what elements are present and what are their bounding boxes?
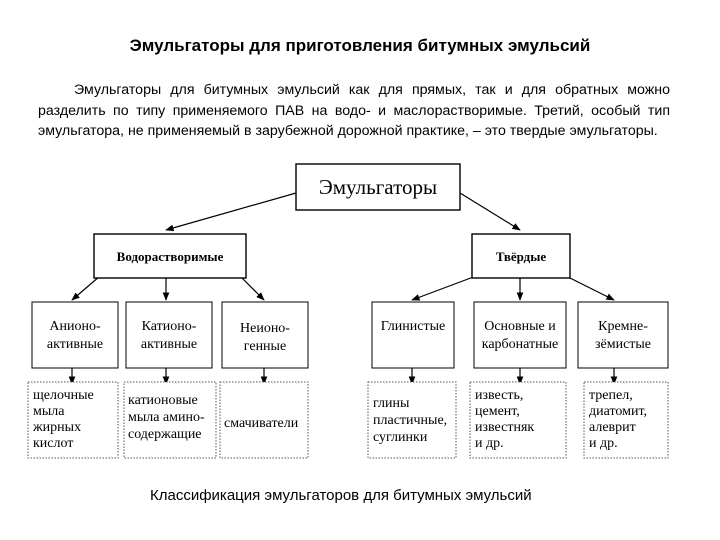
type-anionic-line-1: Анионо-	[49, 319, 101, 334]
type-basic-carbonate: Основные и карбонатные	[473, 301, 567, 369]
examples-anionic-line-1: щелочные	[33, 388, 94, 403]
type-nonionic-line-2: генные	[244, 339, 286, 354]
examples-basic-carbonate-line-2: цемент,	[475, 404, 520, 419]
examples-cationic-box	[123, 381, 217, 459]
arrow-water-to-anionic	[71, 275, 101, 301]
type-siliceous-line-2: зёмистые	[595, 337, 651, 352]
type-basic-carbonate-line-2: карбонатные	[482, 337, 559, 352]
examples-clay: глины пластичные, суглинки	[367, 381, 457, 459]
root-node: Эмульгаторы	[295, 163, 461, 211]
type-clay-line-1: Глинистые	[381, 319, 445, 334]
type-anionic-line-2: активные	[47, 337, 103, 352]
type-cationic: Катионо- активные	[125, 301, 213, 369]
examples-siliceous-line-1: трепел,	[589, 388, 633, 403]
examples-siliceous: трепел, диатомит, алеврит и др.	[583, 381, 669, 459]
type-basic-carbonate-box	[473, 301, 567, 369]
examples-cationic-line-1: катионовые	[128, 393, 198, 408]
examples-siliceous-line-3: алеврит	[589, 420, 636, 435]
examples-nonionic-line-1: смачиватели	[224, 416, 299, 431]
arrow-water-to-nonionic	[239, 275, 265, 301]
type-cationic-line-2: активные	[141, 337, 197, 352]
examples-basic-carbonate-line-4: и др.	[475, 436, 504, 451]
group-water-soluble: Водорастворимые	[93, 233, 247, 279]
examples-clay-line-2: пластичные,	[373, 413, 447, 428]
arrow-root-to-solid	[459, 192, 521, 231]
type-siliceous-line-1: Кремне-	[598, 319, 648, 334]
examples-basic-carbonate-line-3: известняк	[475, 420, 534, 435]
examples-anionic: щелочные мыла жирных кислот	[27, 381, 119, 459]
arrow-solid-to-clay	[411, 275, 477, 301]
type-nonionic-box	[221, 301, 309, 369]
page-title: Эмульгаторы для приготовления битумных э…	[129, 36, 591, 55]
root-box	[295, 163, 461, 211]
arrow-root-to-water	[165, 192, 297, 232]
examples-cationic-line-3: содержащие	[128, 427, 202, 442]
examples-clay-line-1: глины	[373, 396, 410, 411]
group-solid-box	[471, 233, 571, 279]
type-anionic-box	[31, 301, 119, 369]
examples-nonionic: смачиватели	[219, 381, 309, 459]
arrow-solid-to-siliceous	[565, 275, 615, 301]
group-solid-label: Твёрдые	[496, 249, 547, 264]
examples-anionic-line-2: мыла	[33, 404, 65, 419]
type-siliceous-box	[577, 301, 669, 369]
type-siliceous: Кремне- зёмистые	[577, 301, 669, 369]
examples-clay-line-3: суглинки	[373, 430, 428, 445]
examples-basic-carbonate-line-1: известь,	[475, 388, 523, 403]
figure-caption: Классификация эмульгаторов для битумных …	[150, 487, 532, 504]
diagram-arrows	[68, 192, 618, 385]
root-label: Эмульгаторы	[319, 175, 437, 199]
examples-anionic-line-4: кислот	[33, 436, 73, 451]
examples-nonionic-box	[219, 381, 309, 459]
type-clay: Глинистые	[371, 301, 455, 369]
examples-cationic: катионовые мыла амино- содержащие	[123, 381, 217, 459]
type-clay-box	[371, 301, 455, 369]
examples-basic-carbonate-box	[469, 381, 567, 459]
type-anionic: Анионо- активные	[31, 301, 119, 369]
examples-cationic-line-2: мыла амино-	[128, 410, 205, 425]
type-cationic-box	[125, 301, 213, 369]
examples-siliceous-line-4: и др.	[589, 436, 618, 451]
examples-anionic-line-3: жирных	[32, 420, 81, 435]
examples-anionic-box	[27, 381, 119, 459]
examples-clay-box	[367, 381, 457, 459]
type-nonionic: Неионо- генные	[221, 301, 309, 369]
type-basic-carbonate-line-1: Основные и	[484, 319, 556, 334]
examples-basic-carbonate: известь, цемент, известняк и др.	[469, 381, 567, 459]
intro-paragraph: Эмульгаторы для битумных эмульсий как дл…	[38, 82, 670, 139]
type-nonionic-line-1: Неионо-	[240, 321, 290, 336]
group-solid: Твёрдые	[471, 233, 571, 279]
type-cationic-line-1: Катионо-	[142, 319, 197, 334]
group-water-soluble-label: Водорастворимые	[117, 249, 224, 264]
examples-siliceous-line-2: диатомит,	[589, 404, 647, 419]
group-water-soluble-box	[93, 233, 247, 279]
examples-siliceous-box	[583, 381, 669, 459]
